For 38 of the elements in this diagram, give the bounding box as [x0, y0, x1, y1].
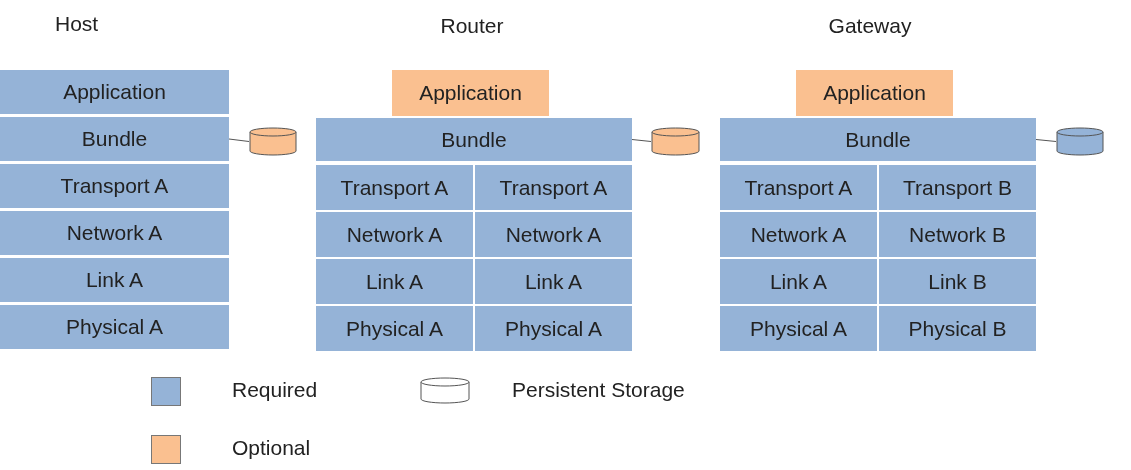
- storage-cylinder: [249, 127, 297, 156]
- protocol-layer: Application: [0, 70, 229, 114]
- protocol-layer: Physical A: [720, 306, 877, 351]
- legend-label: Persistent Storage: [512, 378, 685, 402]
- protocol-layer: Network A: [475, 212, 632, 257]
- protocol-layer: Transport B: [879, 165, 1036, 210]
- connector-line: [631, 139, 652, 142]
- connector-line: [1035, 139, 1057, 142]
- protocol-layer: Transport A: [475, 165, 632, 210]
- protocol-layer: Network B: [879, 212, 1036, 257]
- legend-label: Required: [232, 378, 318, 402]
- protocol-layer: Bundle: [720, 118, 1036, 161]
- protocol-layer: Transport A: [720, 165, 877, 210]
- stack-title: Host: [55, 12, 99, 36]
- protocol-layer: Physical A: [475, 306, 632, 351]
- protocol-layer: Transport A: [316, 165, 473, 210]
- protocol-layer: Network A: [0, 211, 229, 255]
- stack-title: Gateway: [828, 14, 912, 38]
- protocol-layer: Link A: [475, 259, 632, 304]
- protocol-layer: Bundle: [0, 117, 229, 161]
- protocol-layer: Bundle: [316, 118, 632, 161]
- storage-cylinder: [651, 127, 700, 156]
- protocol-layer: Physical A: [0, 305, 229, 349]
- stack-title: Router: [440, 14, 504, 38]
- legend-label: Optional: [232, 436, 311, 460]
- protocol-layer: Link A: [316, 259, 473, 304]
- protocol-layer: Network A: [316, 212, 473, 257]
- storage-cylinder: [1056, 127, 1104, 156]
- protocol-layer: Link A: [720, 259, 877, 304]
- protocol-layer: Transport A: [0, 164, 229, 208]
- protocol-layer: Network A: [720, 212, 877, 257]
- protocol-layer: Application: [796, 70, 953, 116]
- protocol-layer: Physical B: [879, 306, 1036, 351]
- connector-line: [228, 138, 250, 142]
- protocol-layer: Link A: [0, 258, 229, 302]
- protocol-layer: Link B: [879, 259, 1036, 304]
- protocol-layer: Physical A: [316, 306, 473, 351]
- protocol-layer: Application: [392, 70, 549, 116]
